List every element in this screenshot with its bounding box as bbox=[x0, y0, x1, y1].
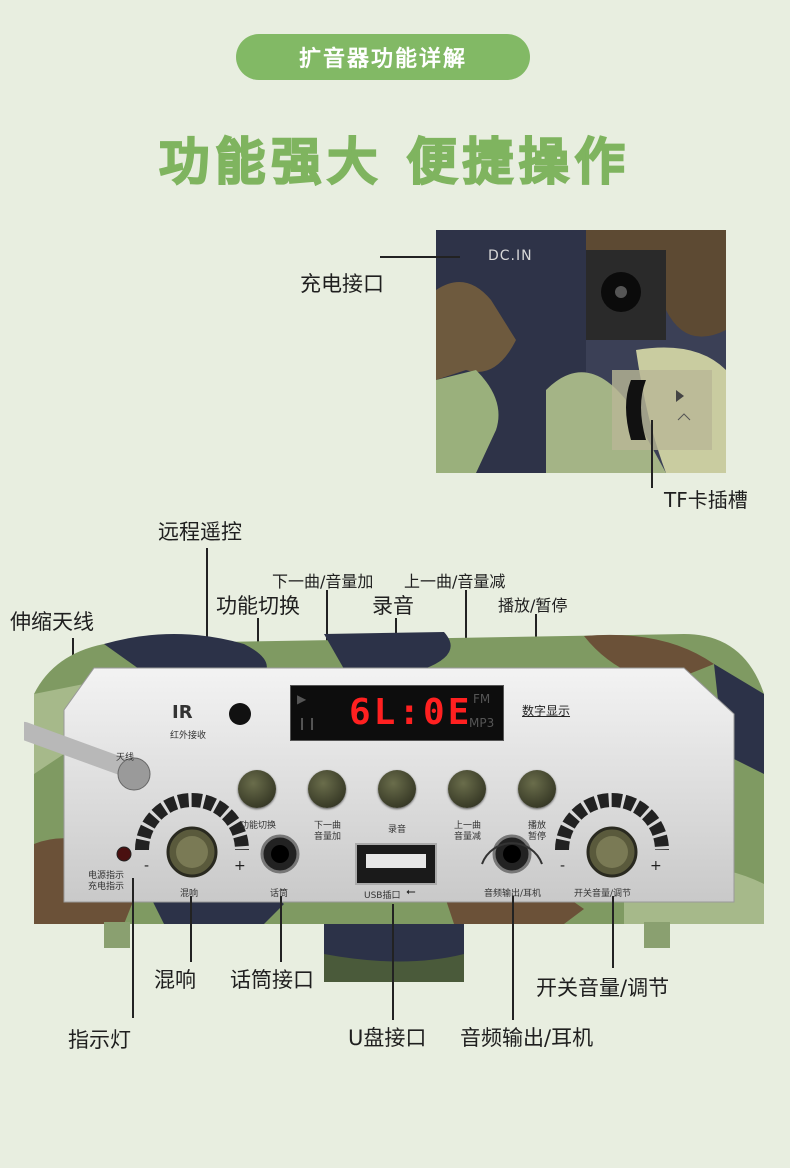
leader-line bbox=[380, 256, 460, 258]
btn-play-label-2: 暂停 bbox=[528, 832, 547, 842]
callout-play-pause: 播放/暂停 bbox=[498, 596, 568, 615]
prev-track-button[interactable] bbox=[448, 770, 486, 808]
usb-icon: ⭠ bbox=[406, 884, 416, 898]
callout-prev-track: 上一曲/音量减 bbox=[404, 572, 506, 591]
leader-line bbox=[512, 896, 514, 1020]
play-icon: ▶ bbox=[297, 692, 307, 706]
mic-label: 话筒 bbox=[270, 889, 289, 899]
reverb-knob[interactable] bbox=[168, 828, 216, 876]
callout-next-track: 下一曲/音量加 bbox=[272, 572, 374, 591]
lcd-digits: 6L:0E bbox=[349, 692, 473, 733]
knob-reverb-label: 混响 bbox=[180, 889, 199, 899]
leader-line bbox=[392, 904, 394, 1020]
record-button[interactable] bbox=[378, 770, 416, 808]
function-switch-button[interactable] bbox=[238, 770, 276, 808]
callout-remote: 远程遥控 bbox=[158, 520, 242, 544]
btn-record-label: 录音 bbox=[388, 825, 407, 835]
reverb-plus: + bbox=[234, 858, 246, 874]
callout-indicator: 指示灯 bbox=[68, 1028, 131, 1052]
callout-record: 录音 bbox=[372, 594, 414, 618]
leader-line bbox=[206, 548, 208, 698]
headline: 功能强大 便捷操作 bbox=[158, 132, 631, 192]
leader-line bbox=[280, 896, 282, 962]
callout-power-volume: 开关音量/调节 bbox=[536, 976, 670, 1000]
port-closeup-photo: DC.IN bbox=[436, 230, 726, 473]
antenna-label: 天线 bbox=[116, 753, 135, 763]
audio-label: 音频输出/耳机 bbox=[484, 889, 542, 899]
callout-reverb: 混响 bbox=[154, 968, 196, 992]
amplifier-device: IR 红外接收 ▶ ❙❙ 6L:0E FM MP3 数字显示 天线 功能切换 下… bbox=[24, 624, 764, 984]
play-pause-button[interactable] bbox=[518, 770, 556, 808]
mic-jack[interactable] bbox=[262, 836, 298, 872]
callout-tf-slot: TF卡插槽 bbox=[664, 488, 748, 512]
next-track-button[interactable] bbox=[308, 770, 346, 808]
volume-knob[interactable] bbox=[588, 828, 636, 876]
callout-antenna: 伸缩天线 bbox=[10, 610, 94, 634]
reverb-minus: - bbox=[144, 858, 150, 874]
dcin-label: DC.IN bbox=[488, 248, 533, 264]
pause-icon: ❙❙ bbox=[297, 716, 318, 730]
knob-volume-label: 开关音量/调节 bbox=[574, 889, 632, 899]
led-label-1: 电源指示 bbox=[88, 871, 125, 881]
audio-jack[interactable] bbox=[494, 836, 530, 872]
btn-prev-label-1: 上一曲 bbox=[454, 821, 482, 831]
leader-line bbox=[132, 878, 134, 1018]
btn-next-label-1: 下一曲 bbox=[314, 821, 342, 831]
btn-function-label: 功能切换 bbox=[240, 821, 277, 831]
usb-port[interactable] bbox=[356, 844, 436, 884]
lcd-fm: FM bbox=[473, 692, 491, 706]
display-label: 数字显示 bbox=[522, 704, 571, 718]
callout-audio-out: 音频输出/耳机 bbox=[460, 1026, 594, 1050]
callout-function-switch: 功能切换 bbox=[216, 594, 300, 618]
btn-next-label-2: 音量加 bbox=[314, 832, 342, 842]
leader-line bbox=[651, 420, 653, 488]
callout-mic-port: 话筒接口 bbox=[230, 968, 314, 992]
volume-plus: + bbox=[650, 858, 662, 874]
lcd-display: ▶ ❙❙ 6L:0E FM MP3 bbox=[290, 685, 504, 741]
leader-line bbox=[190, 896, 192, 962]
lcd-mp3: MP3 bbox=[469, 716, 495, 730]
leader-line bbox=[612, 896, 614, 968]
callout-usb-port: U盘接口 bbox=[348, 1026, 427, 1050]
btn-prev-label-2: 音量减 bbox=[454, 832, 482, 842]
callout-charge-port: 充电接口 bbox=[300, 272, 384, 296]
usb-label: USB插口 bbox=[364, 891, 401, 901]
ir-label: 红外接收 bbox=[170, 731, 207, 741]
volume-minus: - bbox=[560, 858, 566, 874]
section-badge: 扩音器功能详解 bbox=[236, 34, 530, 80]
btn-play-label-1: 播放 bbox=[528, 821, 547, 831]
led-label-2: 充电指示 bbox=[88, 882, 125, 892]
ir-logo-icon: IR bbox=[172, 702, 193, 723]
